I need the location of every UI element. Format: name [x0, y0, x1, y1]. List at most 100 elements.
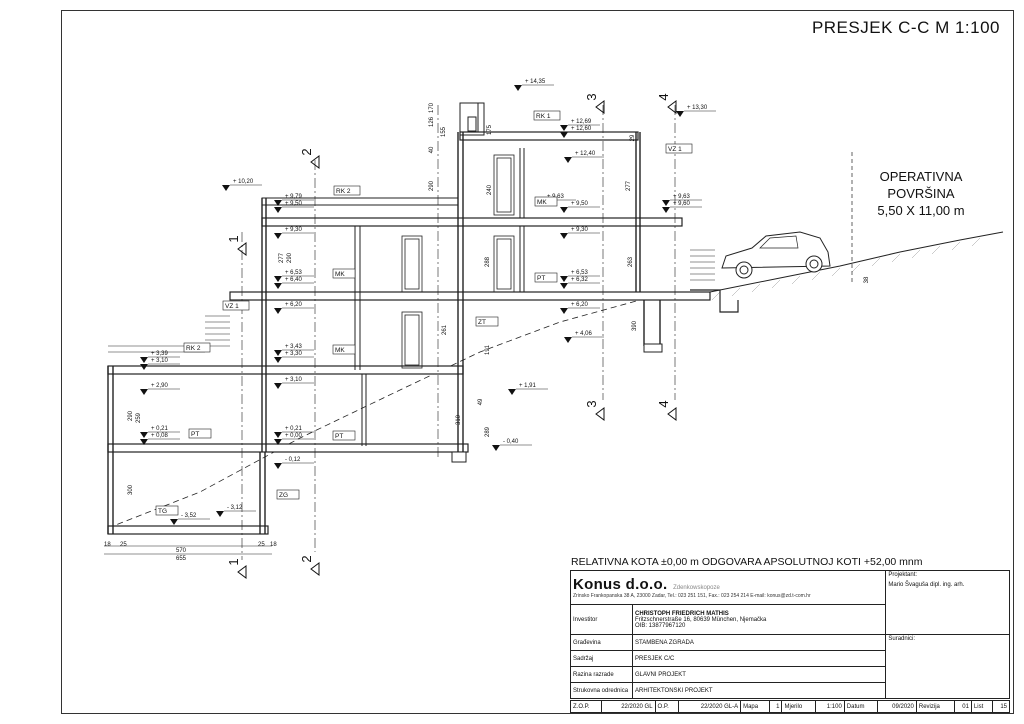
footer-value: 09/2020: [876, 700, 917, 713]
level-label: + 6,32: [571, 277, 589, 283]
level-label: + 9,60: [673, 201, 691, 207]
level-marker: [560, 233, 568, 239]
dimension-label: 288: [485, 256, 491, 267]
level-marker: [676, 111, 684, 117]
dimension-label: 261: [442, 324, 448, 335]
room-label: VZ 1: [225, 303, 239, 310]
relative-level-note: RELATIVNA KOTA ±0,00 m ODGOVARA APSOLUTN…: [571, 556, 923, 568]
level-label: + 12,69: [571, 119, 592, 125]
level-label: + 6,20: [571, 302, 589, 308]
dimension-label: 18: [270, 542, 277, 548]
footer-value: 22/2020 GL: [601, 700, 656, 713]
dimension-label: 259: [136, 412, 142, 423]
dimension-label: 191: [485, 344, 491, 355]
room-label-box: [222, 300, 250, 311]
dimension-label: 277: [626, 180, 632, 191]
level-marker: [274, 350, 282, 356]
dimension-label: 38: [864, 276, 870, 283]
level-label: + 9,63: [673, 194, 691, 200]
level-label: + 3,39: [151, 351, 169, 357]
investitor-address: Fritzschnerstraße 16, 80639 München, Nje…: [634, 616, 767, 623]
level-label: + 3,43: [285, 344, 303, 350]
footer-value: 15: [991, 700, 1011, 713]
razina-value: GLAVNI PROJEKT: [631, 666, 887, 683]
dimension-label: 263: [628, 256, 634, 267]
room-label-box: [332, 430, 356, 441]
level-marker: [560, 207, 568, 213]
room-label-box: [332, 344, 356, 355]
footer-label: O.P.: [654, 700, 680, 713]
dimension-label: 155: [441, 126, 447, 137]
room-label: ZG: [279, 492, 288, 499]
level-marker: [274, 432, 282, 438]
room-label: PT: [191, 431, 199, 438]
level-marker: [564, 337, 572, 343]
level-label: - 3,12: [227, 505, 243, 511]
section-mark-number: 2: [299, 555, 314, 562]
level-marker: [140, 389, 148, 395]
level-marker: [662, 200, 670, 206]
level-marker: [564, 157, 572, 163]
level-label: - 3,52: [181, 513, 197, 519]
level-label: + 9,30: [571, 227, 589, 233]
razina-label: Razina razrade: [570, 666, 633, 683]
room-label: PT: [537, 275, 545, 282]
room-label-box: [533, 110, 561, 121]
dimension-label: 310: [456, 414, 462, 425]
level-label: + 3,10: [285, 377, 303, 383]
section-mark-number: 2: [299, 148, 314, 155]
level-label: + 6,40: [285, 277, 303, 283]
footer-value: 1:100: [814, 700, 845, 713]
room-label-box: [276, 489, 300, 500]
dimension-label: 290: [429, 180, 435, 191]
projektant-label: Projektant:: [888, 572, 918, 578]
footer-label: List: [970, 700, 993, 713]
dimension-label: 175: [487, 124, 493, 135]
level-label: + 13,30: [687, 105, 708, 111]
sadrzaj-label: Sadržaj: [570, 650, 633, 667]
section-axes: [241, 105, 676, 560]
car-icon: [721, 231, 831, 279]
terrain-hatch: [711, 237, 981, 301]
footer-label: Mjerilo: [781, 700, 816, 713]
level-marker: [514, 85, 522, 91]
company-name: Konus d.o.o.: [573, 576, 668, 593]
footer-label: Mapa: [740, 700, 771, 713]
level-marker: [560, 308, 568, 314]
level-label: + 9,50: [571, 201, 589, 207]
level-label: + 14,35: [525, 79, 546, 85]
level-marker: [560, 283, 568, 289]
level-label: + 6,20: [285, 302, 303, 308]
level-label: + 10,20: [233, 179, 254, 185]
level-label: - 0,40: [503, 439, 519, 445]
investitor-oib: OIB: 13877967120: [634, 622, 686, 629]
room-label-box: [188, 428, 212, 439]
dimension-label: 290: [287, 252, 293, 263]
room-label-box: [665, 143, 693, 154]
level-marker: [274, 276, 282, 282]
level-label: + 0,08: [151, 433, 169, 439]
footer-label: Datum: [843, 700, 878, 713]
level-marker: [274, 200, 282, 206]
windows: [401, 154, 515, 369]
section-mark-arrow: [595, 407, 605, 421]
level-marker: [274, 308, 282, 314]
section-mark-number: 1: [226, 558, 241, 565]
sheet-frame: [61, 10, 1014, 714]
level-marker: [274, 233, 282, 239]
company-sub: Zdenkowskopoze: [673, 585, 720, 591]
level-marker: [274, 357, 282, 363]
level-marker: [508, 389, 516, 395]
room-label-box: [332, 268, 356, 279]
dimension-label: 655: [176, 556, 187, 562]
level-label: + 2,90: [151, 383, 169, 389]
room-label-box: [333, 185, 361, 196]
gradjevina-label: Građevina: [570, 634, 633, 651]
dimension-label: 290: [128, 410, 134, 421]
projektant-value: Mario Švaguša dipl. ing. arh.: [888, 582, 965, 588]
dimension-label: 300: [128, 484, 134, 495]
section-mark-number: 4: [656, 93, 671, 100]
investitor-name: CHRISTOPH FRIEDRICH MATHIS: [634, 610, 729, 617]
level-marker: [274, 463, 282, 469]
